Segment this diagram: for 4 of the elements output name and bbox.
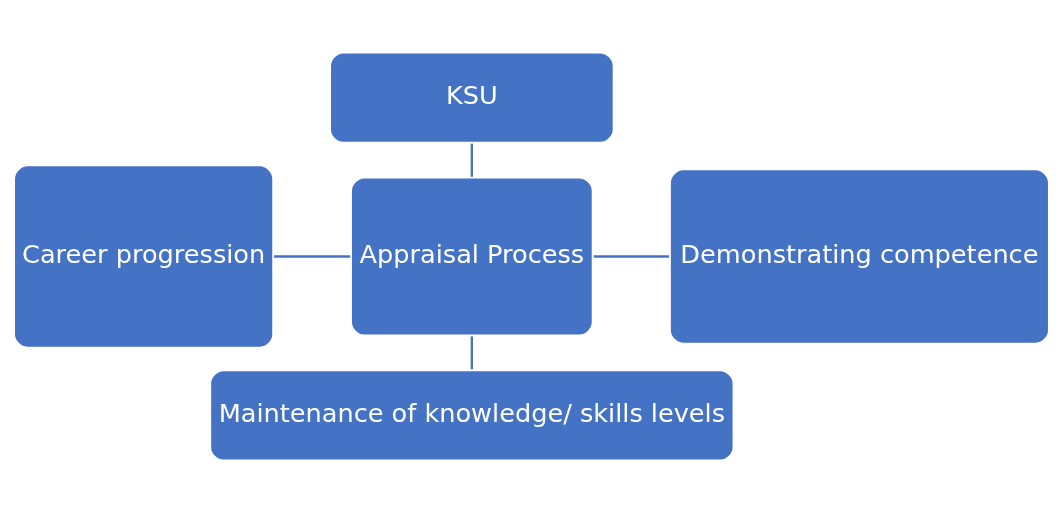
connector — [470, 336, 473, 370]
connector — [470, 143, 473, 177]
connector — [274, 255, 351, 258]
connector — [593, 255, 669, 258]
